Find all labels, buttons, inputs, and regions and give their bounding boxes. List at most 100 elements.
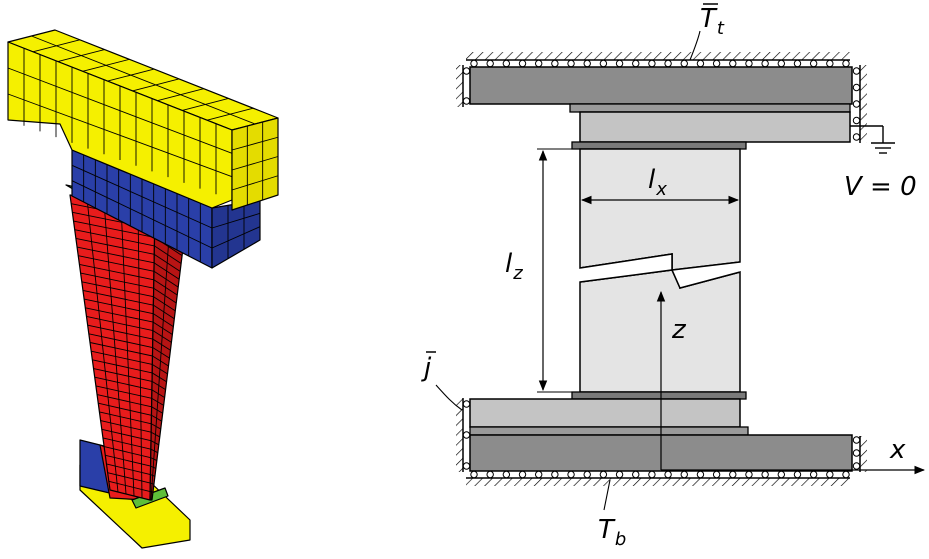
roller: [696, 470, 705, 479]
bottom-wall-hatch: [466, 478, 850, 486]
label-current-density: j: [421, 351, 436, 383]
roller: [712, 470, 721, 479]
roller: [852, 116, 861, 125]
j-leader-line: [435, 384, 463, 411]
label-axis-x: x: [889, 435, 906, 465]
roller: [502, 59, 511, 68]
roller: [567, 470, 575, 479]
roller: [462, 462, 471, 470]
roller: [852, 462, 861, 470]
roller: [696, 59, 705, 68]
roller: [551, 470, 559, 479]
label-length-x: lx: [648, 165, 667, 200]
roller: [852, 133, 861, 141]
roller: [745, 59, 753, 68]
roller: [793, 470, 802, 479]
top-heat-sink-plate: [469, 66, 853, 105]
roller: [729, 59, 737, 68]
roller: [826, 59, 834, 68]
roller: [809, 59, 818, 68]
right-wall-bottom-hatch: [860, 436, 867, 472]
roller: [852, 436, 861, 444]
roller: [599, 59, 608, 68]
roller: [462, 400, 471, 408]
roller: [615, 59, 624, 68]
roller: [534, 59, 543, 68]
roller: [648, 59, 656, 68]
roller: [470, 59, 478, 68]
roller: [534, 470, 543, 479]
roller: [567, 59, 575, 68]
roller: [852, 83, 861, 92]
bottom-electrode: [571, 391, 747, 400]
svg-text:Tb: Tb: [598, 515, 626, 550]
roller: [809, 470, 818, 479]
roller: [842, 470, 850, 479]
roller: [486, 470, 494, 479]
right-bottom-rollers: [852, 436, 861, 470]
right-top-rollers: [852, 67, 861, 141]
left-bottom-rollers: [462, 400, 471, 470]
roller: [729, 470, 737, 479]
roller: [462, 67, 471, 75]
schematic-diagram: Tt Tb j V = 0 lx lz z x: [421, 3, 926, 550]
top-electrode: [571, 141, 747, 150]
roller: [615, 470, 624, 479]
roller: [852, 100, 861, 108]
svg-text:j: j: [421, 353, 432, 383]
roller: [518, 470, 527, 479]
ground-symbol: [850, 125, 895, 154]
roller: [632, 470, 640, 479]
mesh-top-yellow-block: [7, 29, 279, 211]
left-top-rollers: [462, 67, 471, 105]
top-contact-plate: [569, 103, 851, 113]
left-wall-top-hatch: [456, 65, 463, 107]
label-axis-z: z: [671, 315, 687, 345]
roller: [632, 59, 640, 68]
roller: [826, 470, 834, 479]
roller: [664, 470, 672, 479]
svg-text:Tt: Tt: [700, 4, 725, 39]
label-bottom-temperature: Tb: [598, 515, 626, 550]
roller: [680, 470, 688, 479]
roller: [745, 470, 753, 479]
roller: [712, 59, 721, 68]
roller: [793, 59, 802, 68]
mesh-column: [69, 194, 186, 501]
top-ceramic-plate: [579, 111, 851, 143]
roller: [470, 470, 478, 479]
roller: [777, 59, 786, 68]
roller: [842, 59, 850, 68]
roller: [551, 59, 559, 68]
roller: [777, 470, 786, 479]
roller: [462, 97, 471, 105]
svg-text:lx: lx: [648, 165, 667, 200]
svg-text:lz: lz: [505, 249, 523, 284]
roller: [852, 449, 861, 457]
roller: [518, 59, 527, 68]
roller: [502, 470, 511, 479]
fem-mesh-model: [7, 29, 279, 549]
label-length-z: lz: [505, 249, 523, 284]
right-wall-top-hatch: [860, 65, 867, 143]
bottom-rollers: [470, 470, 850, 479]
top-rollers: [470, 59, 850, 68]
roller: [462, 431, 471, 439]
roller: [648, 470, 656, 479]
roller: [599, 470, 608, 479]
roller: [664, 59, 672, 68]
roller: [761, 59, 769, 68]
tb-leader-line: [603, 479, 611, 511]
mesh-top-blue-layer: [71, 149, 261, 269]
left-wall-bottom-hatch: [456, 398, 463, 472]
roller: [583, 59, 591, 68]
bottom-ceramic-plate: [469, 398, 741, 428]
roller: [486, 59, 494, 68]
roller: [852, 67, 861, 75]
bottom-contact-plate: [469, 426, 749, 436]
top-wall-hatch: [466, 52, 850, 60]
tt-leader-line: [689, 30, 701, 61]
roller: [583, 470, 591, 479]
label-top-temperature: Tt: [700, 3, 725, 39]
